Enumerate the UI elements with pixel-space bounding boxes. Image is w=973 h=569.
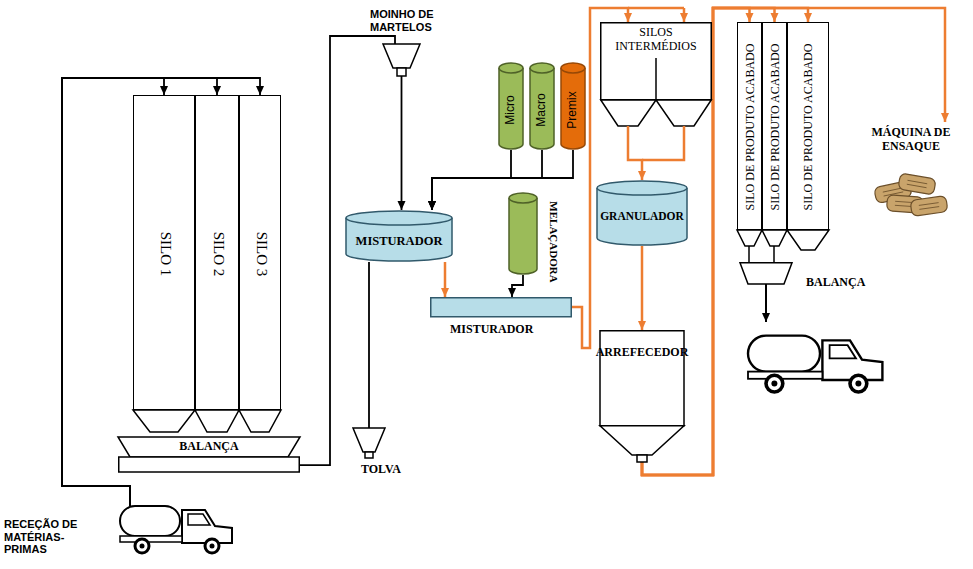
node-label: SILOS INTERMÉDIOS [604,26,708,54]
silo-box: SILO 3 [239,95,281,410]
flow-connector [432,150,573,210]
hammer-mill: MOINHO DE MARTELOS [370,6,465,78]
node-label: SILO DE PRODUTO ACABADO [769,44,783,211]
node-label: BALANÇA [806,276,865,290]
finished-product-silo: SILO DE PRODUTO ACABADO [762,22,787,230]
node-label: MOINHO DE MARTELOS [370,8,455,33]
node-label: Micro [504,96,518,125]
silo-box: SILO 2 [195,95,239,410]
finished-product-silo: SILO DE PRODUTO ACABADO [787,22,829,230]
tank-truck [748,336,882,392]
intermediate-silos: SILOS INTERMÉDIOS [600,22,712,147]
pellet-mill: GRANULADOR [596,180,688,246]
mixer-bar: MISTURADOR [430,297,572,341]
dosing-tank: Premix [560,62,586,150]
node-label: SILO 3 [252,231,269,276]
node-label: Macro [535,94,549,127]
cooler: ARREFECEDOR [592,330,692,462]
node-label: GRANULADOR [600,210,684,223]
node-label: TOLVA [361,463,401,477]
dosing-tank: Micro [498,62,524,150]
raw-material-reception: RECEÇÃO DE MATÉRIAS-PRIMAS [4,478,242,566]
flow-connector [512,275,523,297]
node-label: SILO DE PRODUTO ACABADO [802,44,816,211]
flow-connector [444,262,447,297]
scale: BALANÇA [740,262,880,292]
flow-connector [432,150,511,210]
node-label: MISTURADOR [450,323,533,337]
node-label: BALANÇA [179,440,238,454]
flow-connector [641,246,644,330]
node-label: MÁQUINA DE ENSAQUE [859,126,963,154]
node-label: RECEÇÃO DE MATÉRIAS-PRIMAS [4,518,90,556]
node-label: MISTURADOR [356,234,443,248]
silo-box: SILO 1 [133,95,195,410]
mixer: MISTURADOR [345,210,453,262]
node-label: Premix [566,92,580,129]
flow-connector [368,262,370,428]
dosing-tank: Macro [529,62,555,150]
flow-connector [401,76,403,210]
bagging-machine: MÁQUINA DE ENSAQUE [855,122,967,227]
node-label: MELAÇADORA [548,201,561,282]
node-label: SILO DE PRODUTO ACABADO [744,44,758,211]
hopper-outlets [749,246,774,262]
node-label: SILO 2 [209,231,226,276]
intake-hopper: TOLVA [345,428,420,483]
scale-outlet [765,284,767,322]
finished-product-silo: SILO DE PRODUTO ACABADO [737,22,762,230]
flow-connector [432,150,542,210]
molasses-tank: MELAÇADORA [508,192,568,292]
node-label: ARREFECEDOR [592,346,692,360]
flow-connector [628,147,642,180]
scale: BALANÇA [118,437,300,473]
node-label: SILO 1 [156,231,173,276]
